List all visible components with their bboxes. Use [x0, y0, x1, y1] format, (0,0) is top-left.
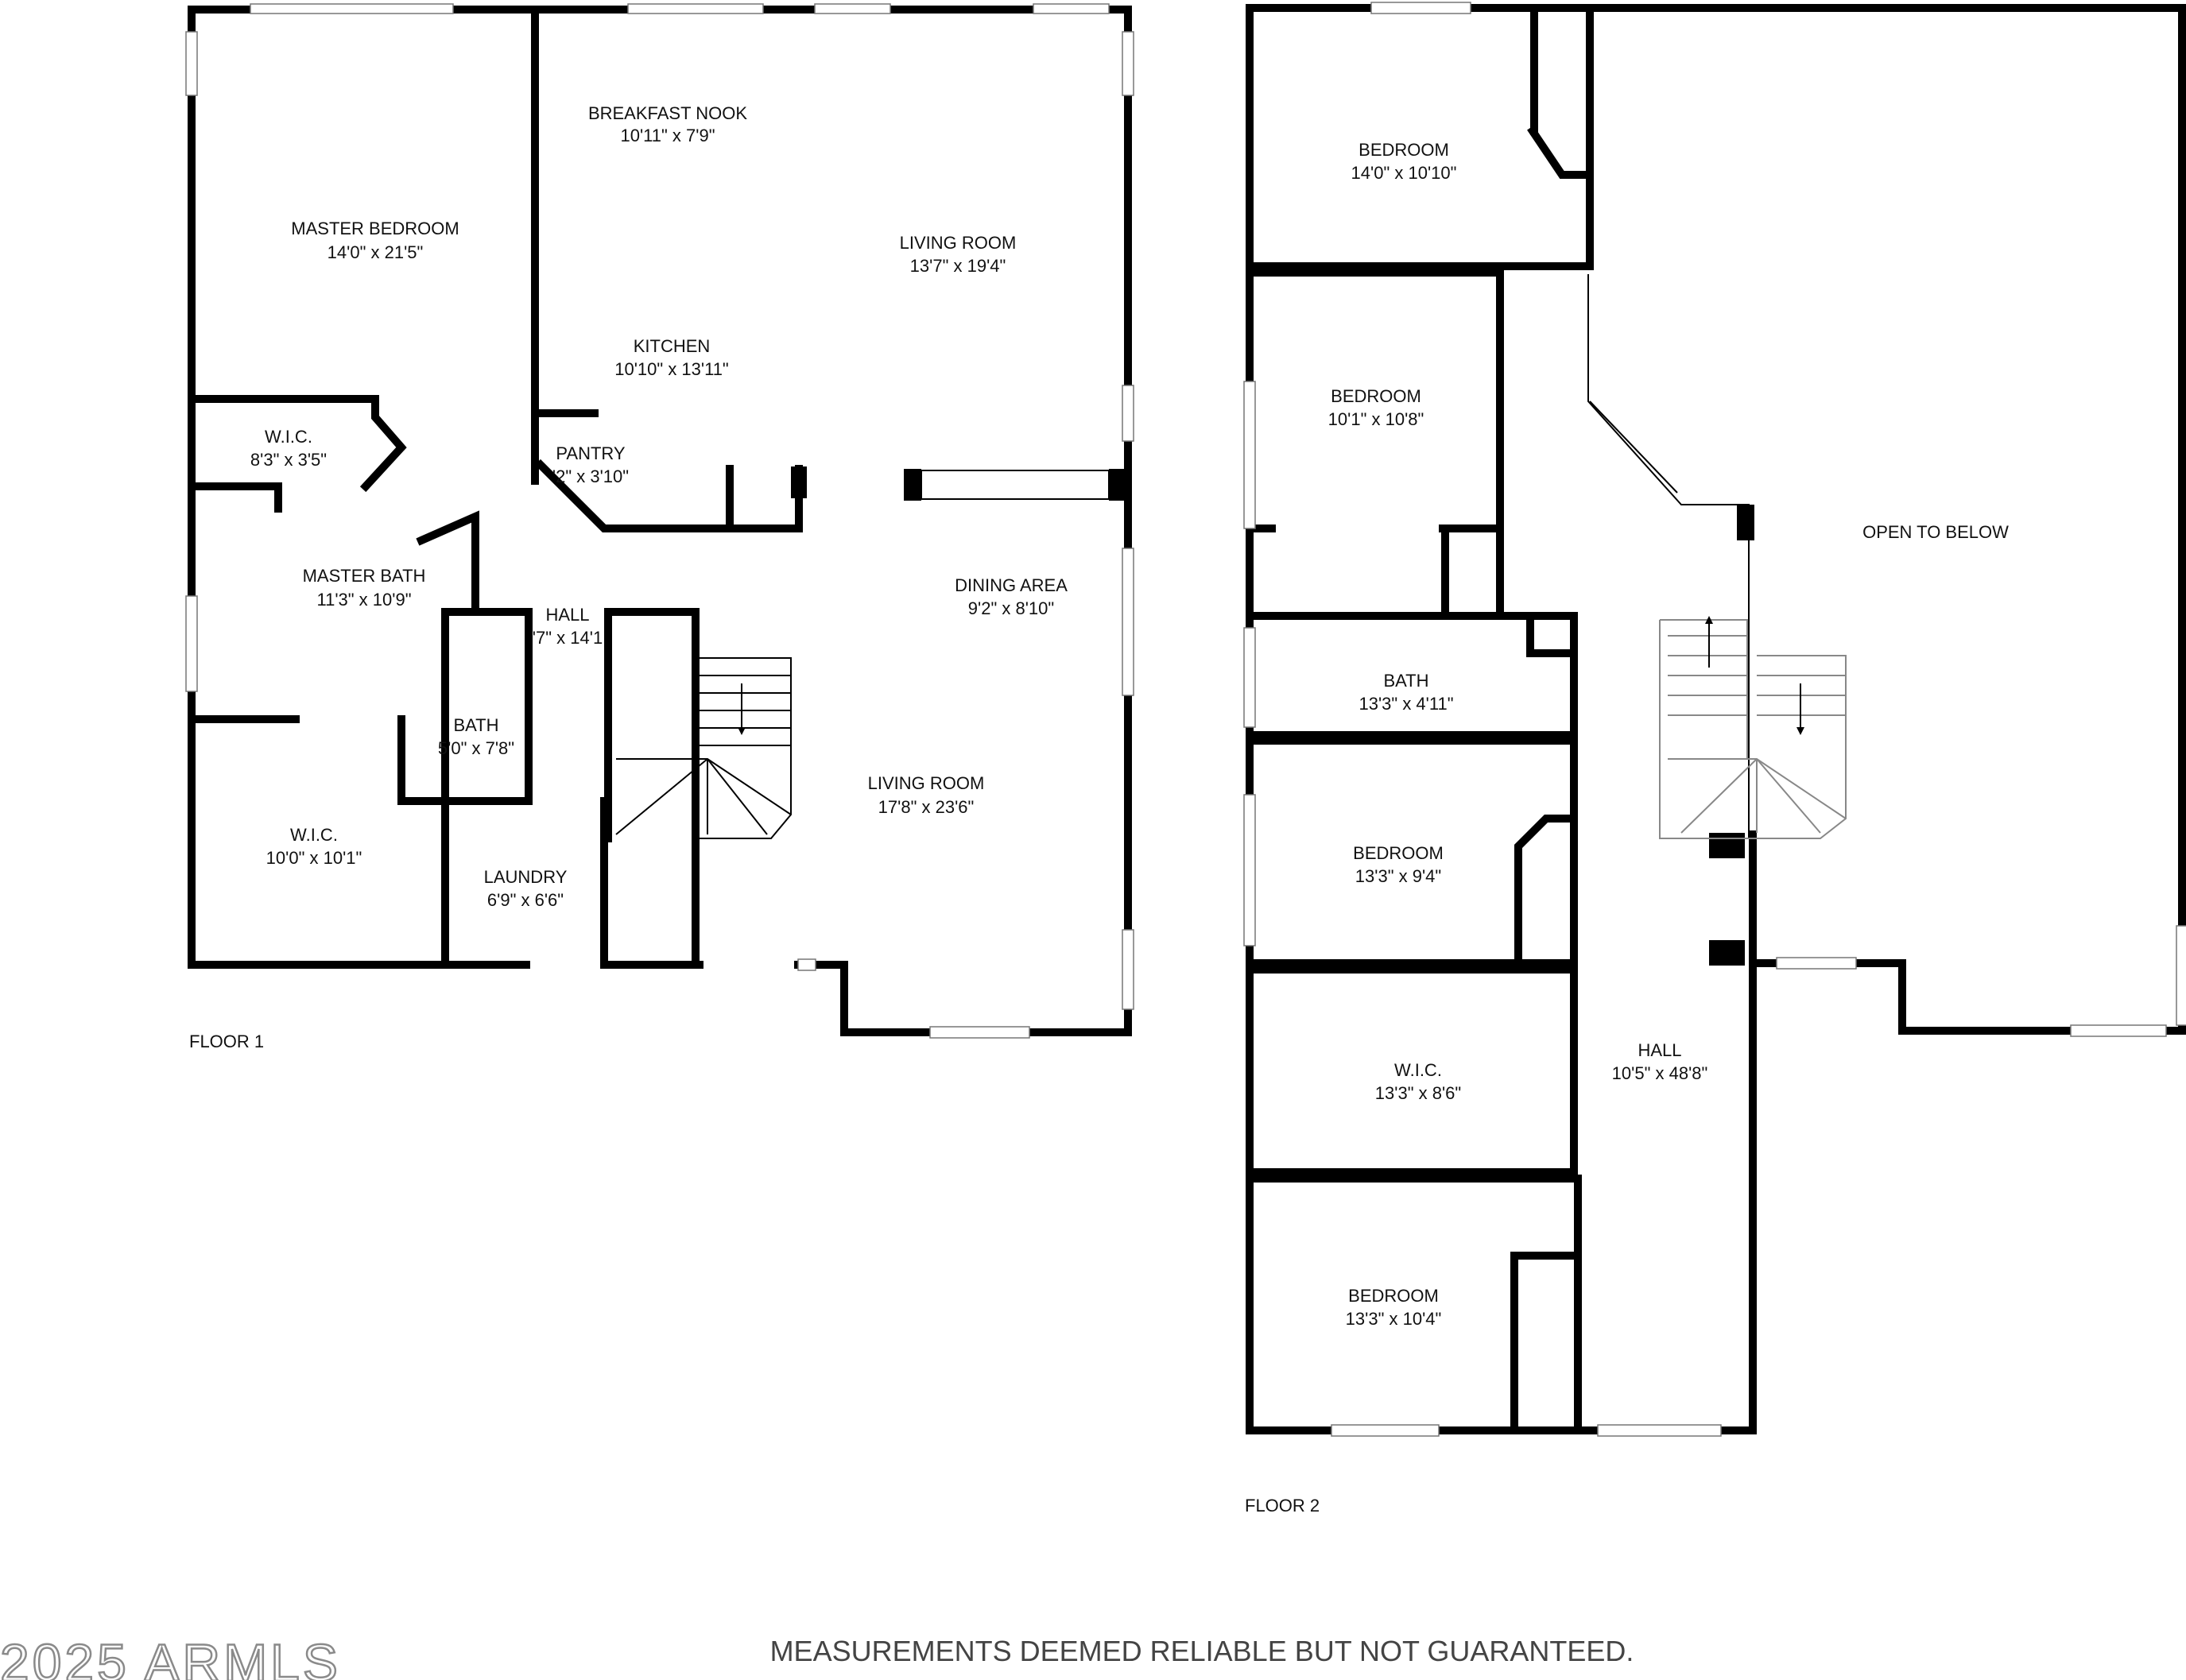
bedroom-b-dims: 10'1" x 10'8"	[1328, 409, 1424, 429]
wic-small-label: W.I.C.	[265, 427, 312, 447]
stairs-floor1	[615, 657, 792, 839]
master-bedroom-dims: 14'0" x 21'5"	[328, 242, 424, 262]
bath2-dims: 13'3" x 4'11"	[1358, 694, 1453, 714]
laundry-label: LAUNDRY	[484, 867, 568, 887]
master-bath-dims: 11'3" x 10'9"	[316, 590, 411, 610]
hall1-dims: '7" x 14'1	[533, 628, 603, 648]
wic-large-label: W.I.C.	[290, 825, 338, 845]
watermark: 2025 ARMLS	[0, 1633, 341, 1680]
hall2-label: HALL	[1638, 1040, 1681, 1060]
breakfast-nook-dims: 10'11" x 7'9"	[620, 126, 715, 145]
wic-large-dims: 10'0" x 10'1"	[266, 848, 362, 868]
bedroom-c-label: BEDROOM	[1353, 843, 1444, 863]
pantry-label: PANTRY	[556, 443, 626, 463]
dining-area-label: DINING AREA	[955, 575, 1068, 595]
living-room-lower-dims: 17'8" x 23'6"	[878, 797, 975, 817]
disclaimer-text: MEASUREMENTS DEEMED RELIABLE BUT NOT GUA…	[770, 1635, 1634, 1667]
dining-area-dims: 9'2" x 8'10"	[968, 598, 1054, 618]
wic-small-dims: 8'3" x 3'5"	[250, 450, 327, 470]
bath1-label: BATH	[453, 715, 498, 735]
hall2-dims: 10'5" x 48'8"	[1612, 1063, 1708, 1083]
kitchen-dims: 10'10" x 13'11"	[614, 359, 729, 379]
bath1-dims: 5'0" x 7'8"	[438, 738, 514, 758]
hall1-label: HALL	[545, 605, 589, 625]
bath2-label: BATH	[1383, 671, 1428, 691]
living-room-lower-label: LIVING ROOM	[868, 773, 985, 793]
breakfast-nook-label: BREAKFAST NOOK	[588, 103, 747, 123]
pantry-dims: '2" x 3'10"	[552, 466, 629, 486]
master-bedroom-label: MASTER BEDROOM	[291, 219, 459, 238]
floor-2-plan	[1243, 2, 2186, 1437]
living-room-upper-label: LIVING ROOM	[900, 233, 1017, 253]
stairs-floor2	[1659, 616, 1847, 839]
bedroom-d-label: BEDROOM	[1348, 1286, 1439, 1306]
bedroom-c-dims: 13'3" x 9'4"	[1355, 866, 1441, 886]
living-room-upper-dims: 13'7" x 19'4"	[910, 256, 1006, 276]
floor-2-label: FLOOR 2	[1245, 1496, 1320, 1515]
bedroom-b-label: BEDROOM	[1331, 386, 1421, 406]
bedroom-a-dims: 14'0" x 10'10"	[1351, 163, 1457, 183]
bedroom-d-dims: 13'3" x 10'4"	[1346, 1309, 1442, 1329]
kitchen-label: KITCHEN	[634, 336, 711, 356]
bedroom-a-label: BEDROOM	[1358, 140, 1449, 160]
floor-1-label: FLOOR 1	[189, 1032, 264, 1051]
master-bath-label: MASTER BATH	[303, 566, 426, 586]
laundry-dims: 6'9" x 6'6"	[487, 890, 564, 910]
open-to-below-label: OPEN TO BELOW	[1862, 522, 2009, 542]
wic2-dims: 13'3" x 8'6"	[1375, 1083, 1461, 1103]
floor-1-plan	[185, 3, 1134, 1039]
wic2-label: W.I.C.	[1394, 1060, 1442, 1080]
